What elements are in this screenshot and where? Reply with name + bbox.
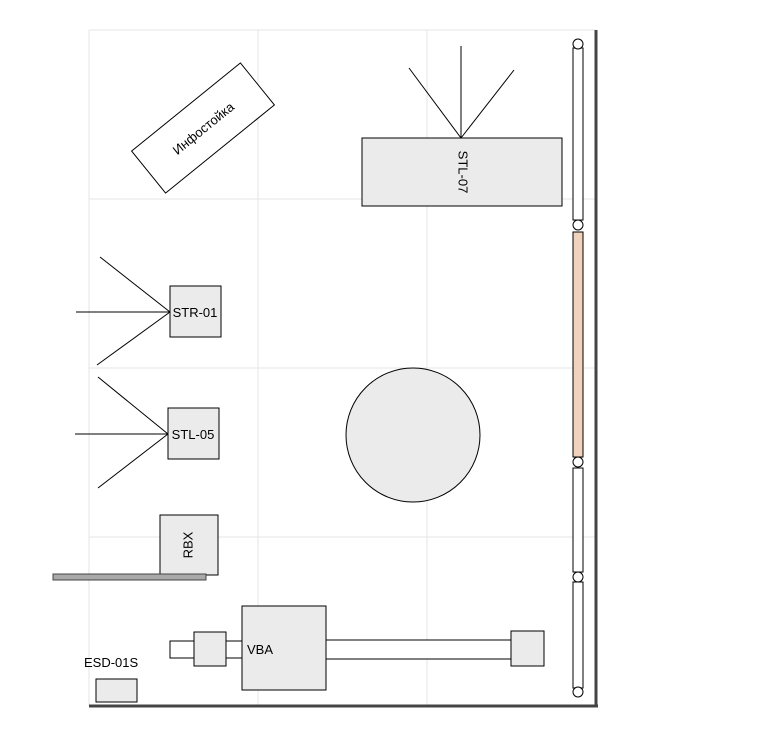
rbx-device: RBX	[159, 514, 219, 576]
esd01s-label: ESD-01S	[84, 655, 139, 670]
window-strip	[572, 38, 584, 698]
stl05-camera-lines	[75, 376, 169, 489]
shelf	[52, 573, 207, 581]
vba-left-block	[193, 631, 227, 667]
vba-right-block	[510, 630, 545, 667]
vba-inner-rail	[225, 640, 244, 659]
stl07-device: STL-07	[361, 137, 563, 207]
vba-assembly	[169, 630, 545, 667]
vba-left-rail	[169, 640, 196, 659]
round-table	[345, 367, 481, 503]
stl05-label: STL-05	[172, 427, 215, 442]
stl07-camera-lines	[408, 46, 515, 139]
stl05-device: STL-05	[167, 407, 220, 460]
vba-label: VBA	[247, 642, 273, 657]
info-stand: Инфостойка	[130, 62, 276, 194]
stl07-label: STL-07	[456, 151, 471, 194]
room-walls	[89, 30, 598, 708]
str01-camera-lines	[76, 256, 171, 366]
rbx-label: RBX	[180, 531, 195, 558]
esd01s-device: ESD-01S	[84, 655, 139, 703]
vba-device: VBA	[241, 605, 327, 691]
vba-right-rail	[325, 639, 512, 660]
str01-label: STR-01	[173, 305, 218, 320]
str01-device: STR-01	[169, 285, 222, 338]
